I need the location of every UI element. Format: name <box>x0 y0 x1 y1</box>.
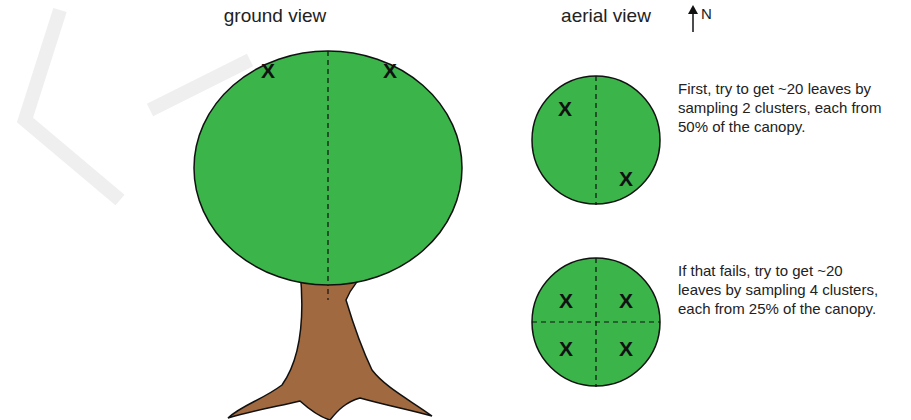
dashed-divider <box>327 51 328 286</box>
sample-mark: X <box>559 338 573 359</box>
canopy-shape <box>194 51 462 285</box>
canopy-shape <box>532 258 660 386</box>
canopy-shape <box>532 76 660 204</box>
sample-mark: X <box>261 60 275 81</box>
canopy-outline <box>531 75 661 205</box>
dashed-divider <box>532 321 660 322</box>
sample-mark: X <box>619 338 633 359</box>
sample-mark: X <box>558 98 572 119</box>
instruction-note: If that fails, try to get ~20 leaves by … <box>678 262 888 318</box>
instruction-note: First, try to get ~20 leaves by sampling… <box>678 80 888 136</box>
aerial-canopy: X X X X <box>531 257 661 387</box>
sample-mark: X <box>559 290 573 311</box>
view-heading: aerial view <box>546 4 666 28</box>
aerial-canopy: XX <box>531 75 661 205</box>
north-arrow <box>692 12 694 32</box>
tree-trunk <box>228 265 432 420</box>
canopy-outline <box>193 50 463 286</box>
sample-mark: X <box>383 60 397 81</box>
north-arrowhead <box>688 5 698 14</box>
canopy-outline <box>531 257 661 387</box>
sample-mark: X <box>619 168 633 189</box>
sample-mark: X <box>619 290 633 311</box>
north-label: N <box>701 5 721 24</box>
tree-canopy: XX <box>193 50 463 286</box>
dashed-divider <box>595 76 596 205</box>
view-heading: ground view <box>205 4 345 28</box>
